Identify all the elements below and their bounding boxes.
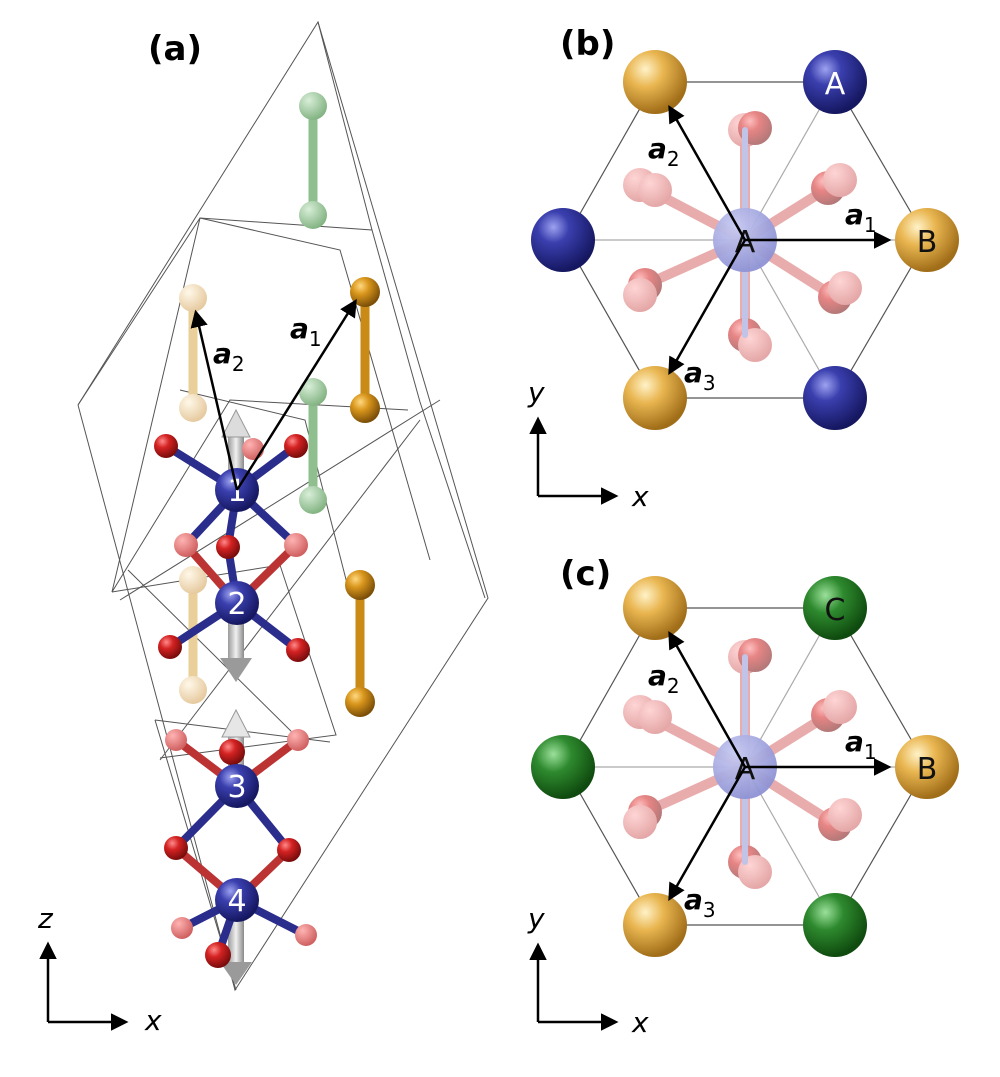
site-top-right-c: C <box>803 576 867 640</box>
vector-a2-arrow-c <box>668 630 747 768</box>
panel-b: (b) <box>527 24 959 513</box>
panel-c-label: (c) <box>560 554 611 594</box>
vector-a2-label: a2 <box>213 337 245 376</box>
vector-a2-arrow <box>190 309 239 491</box>
blue-atom-4: 4 <box>215 878 259 922</box>
svg-text:y: y <box>527 376 545 409</box>
vector-a3-label-c: a3 <box>684 883 716 922</box>
vector-a2-label-b: a2 <box>648 132 680 171</box>
red-atoms <box>154 434 317 968</box>
site-bottom-left-b <box>623 366 687 430</box>
atom-4-label: 4 <box>227 884 246 919</box>
axes-b: y x <box>527 376 649 513</box>
vector-a3-label-b: a3 <box>684 356 716 395</box>
site-left-c <box>531 735 595 799</box>
svg-text:x: x <box>631 1006 649 1039</box>
vector-a2-arrow-b <box>668 104 747 241</box>
gold-dimer-top <box>350 277 380 423</box>
panel-b-label: (b) <box>560 24 615 64</box>
gold-dimer-bottom <box>345 570 375 717</box>
blue-atom-3: 3 <box>215 764 259 808</box>
atom-3-label: 3 <box>227 770 246 805</box>
svg-text:A: A <box>825 67 846 102</box>
site-top-left-c <box>623 576 687 640</box>
green-dimer-top <box>299 92 327 229</box>
green-dimer-middle <box>299 378 327 514</box>
pale-gold-dimer-top <box>179 284 207 422</box>
atom-2-label: 2 <box>227 587 246 622</box>
axes-c: y x <box>527 902 649 1039</box>
panel-c: (c) <box>527 554 959 1039</box>
panel-a-label: (a) <box>148 29 202 69</box>
vector-a1-label-b: a1 <box>845 198 877 237</box>
site-left-b <box>531 208 595 272</box>
vector-a1-label-c: a1 <box>845 725 877 764</box>
svg-text:C: C <box>825 593 846 628</box>
svg-text:y: y <box>527 902 545 935</box>
site-bottom-right-c <box>803 893 867 957</box>
site-top-left-b <box>623 50 687 114</box>
blue-atom-2: 2 <box>215 581 259 625</box>
svg-text:B: B <box>917 752 938 787</box>
vector-a1-arrow <box>235 299 357 491</box>
axis-x-label: x <box>144 1004 162 1037</box>
panel-a: (a) <box>37 20 489 1037</box>
svg-text:B: B <box>917 225 938 260</box>
vector-a3-arrow-b <box>668 239 747 376</box>
vector-a1-label: a1 <box>290 312 322 351</box>
site-right-c: B <box>895 735 959 799</box>
axis-z-label: z <box>37 902 54 935</box>
vector-a2-label-c: a2 <box>648 659 680 698</box>
site-bottom-left-c <box>623 893 687 957</box>
site-right-b: B <box>895 208 959 272</box>
vector-a3-arrow-c <box>668 766 747 902</box>
site-top-right-b: A <box>803 50 867 114</box>
axes-a: z x <box>37 902 162 1037</box>
site-bottom-right-b <box>803 366 867 430</box>
svg-text:x: x <box>631 480 649 513</box>
